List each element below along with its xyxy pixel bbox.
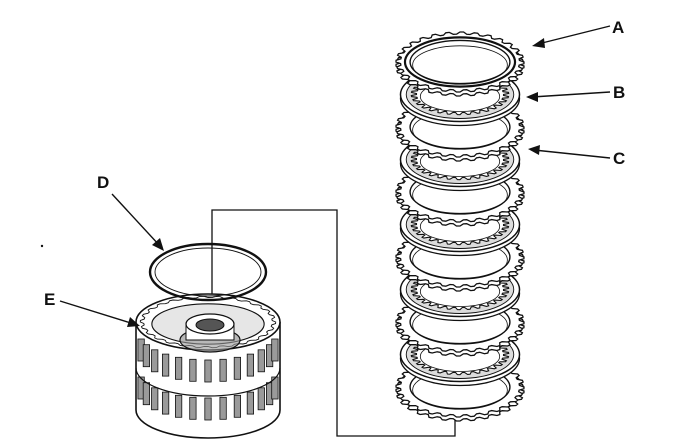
leader-arrow-d [111,193,161,247]
callout-a: A [612,18,624,37]
drum-slot [189,396,197,420]
arrowhead-d [152,238,164,251]
leader-arrow-c [533,149,611,159]
clutch-plate-stack [395,31,525,422]
drum-slot [161,391,170,415]
drum-slot [174,394,183,418]
drum-band [135,367,281,397]
drum-slot [142,382,150,406]
plate-bore [409,39,511,85]
arrowhead-a [532,38,545,48]
plate-bore-inner [412,45,508,85]
arrowhead-b [526,92,538,102]
drum-slot [219,358,227,382]
callout-e: E [44,290,55,309]
drum-slot [161,353,170,377]
drum-slot [257,349,265,373]
leader-arrow-e [59,300,135,325]
drum-slot [246,353,254,377]
drum-slot [142,344,150,368]
end-plate-rim [403,36,517,88]
drum-hub-bore [195,318,225,332]
drum-slot [257,387,265,411]
alignment-connector-line [211,209,456,437]
clutch-drum [135,293,281,439]
arrowhead-e [127,317,140,327]
drum-slot [151,349,159,373]
callout-c: C [613,149,625,168]
leader-arrow-b [531,91,611,98]
leader-arrows [59,25,611,327]
drum-slot [204,359,212,383]
plate-a-0 [395,31,525,97]
drum-slot [271,376,279,400]
drum-slot [233,356,241,380]
drum-slot [151,387,159,411]
callout-b: B [613,83,625,102]
print-speck [40,244,44,248]
leader-arrow-a [537,25,611,45]
drum-slot [233,394,241,418]
drum-slot [219,396,227,420]
drum-rim-teeth [139,295,277,349]
drum-slot [189,358,197,382]
arrowhead-c [528,145,540,155]
drum-slot [271,338,279,362]
drum-slot [174,356,183,380]
drum-slot [204,397,212,421]
o-ring [148,242,268,302]
drum-slot [246,391,254,415]
callout-d: D [97,173,109,192]
